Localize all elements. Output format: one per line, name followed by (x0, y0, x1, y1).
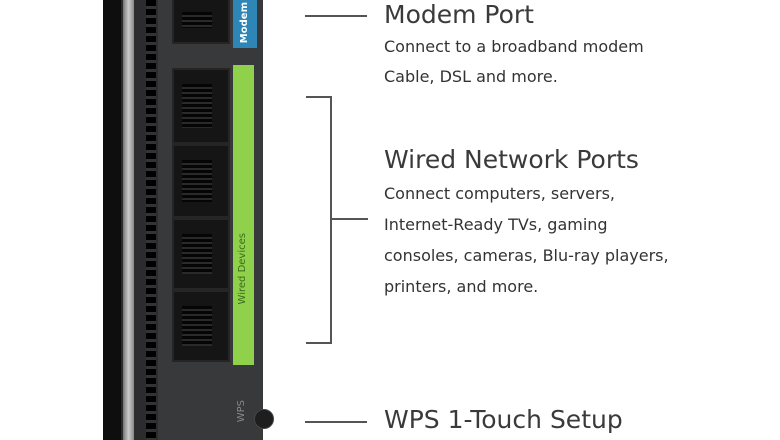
wired-desc-1: Connect computers, servers, (384, 184, 615, 203)
wired-leader-line (332, 218, 368, 220)
wired-desc-2: Internet-Ready TVs, gaming (384, 215, 608, 234)
wired-title: Wired Network Ports (384, 145, 639, 174)
wired-label-strip: Wired Devices (233, 65, 254, 365)
wps-title: WPS 1-Touch Setup (384, 405, 623, 434)
ethernet-port-1 (172, 68, 230, 144)
modem-port (172, 0, 230, 44)
modem-leader-line (305, 15, 367, 17)
ethernet-port-2 (172, 144, 230, 218)
wired-label: Wired Devices (237, 233, 248, 305)
router-back-panel: Modem Wired Devices WPS (103, 0, 274, 440)
router-trim (123, 0, 134, 440)
router-edge (103, 0, 121, 440)
modem-desc-2: Cable, DSL and more. (384, 67, 558, 86)
wps-button (254, 409, 274, 429)
ethernet-port-4 (172, 290, 230, 362)
modem-label-strip: Modem (233, 0, 257, 48)
vent-holes (146, 0, 156, 440)
modem-label: Modem (239, 2, 250, 44)
wired-bracket (306, 96, 332, 344)
modem-title: Modem Port (384, 0, 534, 29)
wired-desc-4: printers, and more. (384, 277, 539, 296)
ethernet-port-3 (172, 218, 230, 290)
wired-desc-3: consoles, cameras, Blu-ray players, (384, 246, 669, 265)
wps-label: WPS (236, 400, 247, 423)
wps-leader-line (305, 421, 367, 423)
modem-desc-1: Connect to a broadband modem (384, 37, 644, 56)
